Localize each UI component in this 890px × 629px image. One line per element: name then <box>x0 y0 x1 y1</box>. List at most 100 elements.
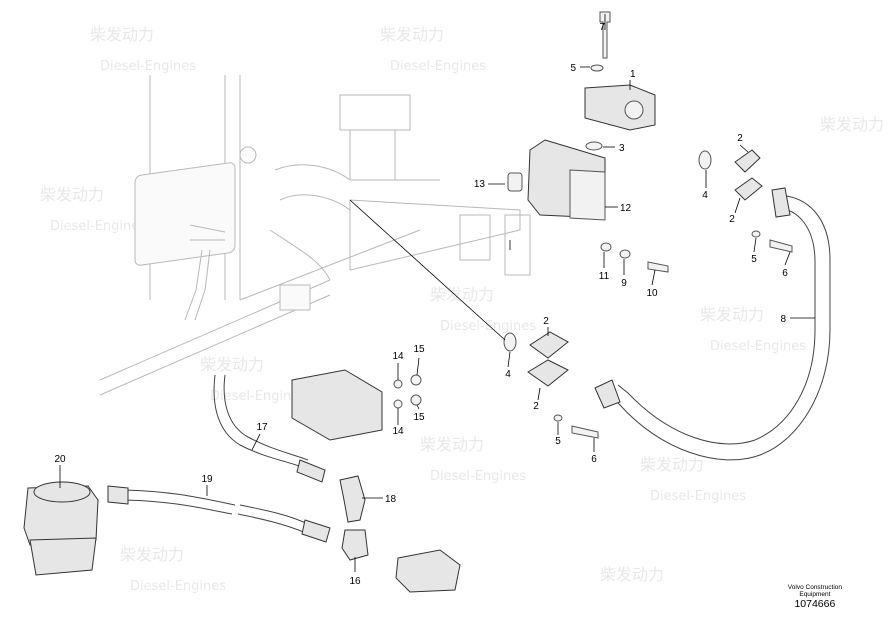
hose-19b-fitting <box>301 519 331 543</box>
o-ring-4-lower <box>503 332 517 352</box>
watermark-cn: 柴发动力 <box>200 355 264 374</box>
callout-4: 4 <box>505 369 511 380</box>
watermark-cn: 柴发动力 <box>430 285 494 304</box>
callout-12: 12 <box>620 203 632 214</box>
plug-15-upper <box>410 374 422 386</box>
hose-17-inner <box>223 374 309 461</box>
callout-7: 7 <box>599 22 605 33</box>
callout-5: 5 <box>751 254 757 265</box>
flange-1 <box>584 84 656 131</box>
callout-5: 5 <box>555 436 561 447</box>
steering-unit-20-top <box>33 481 91 503</box>
washer-9 <box>619 249 631 259</box>
callout-15: 15 <box>413 344 425 355</box>
callout-2: 2 <box>729 214 735 225</box>
hose-8-inner <box>617 207 816 445</box>
plug-15-lower <box>410 394 422 406</box>
tee-16 <box>341 529 369 561</box>
callout-6: 6 <box>591 454 597 465</box>
callout-20: 20 <box>54 454 66 465</box>
callout-9: 9 <box>621 278 627 289</box>
watermark-cn: 柴发动力 <box>700 305 764 324</box>
hose-19-fitting <box>107 485 129 505</box>
fitting-13 <box>507 172 523 192</box>
valve-block <box>395 549 461 593</box>
hose-19b-outer <box>239 504 311 526</box>
manufacturer-line-2: Equipment <box>799 591 831 598</box>
manifold-block <box>291 369 383 441</box>
callout-1: 1 <box>630 69 636 80</box>
leader-lines <box>59 14 815 572</box>
hose-19-inner <box>119 499 233 515</box>
watermark-en: Diesel-Engines <box>130 579 226 594</box>
callout-3: 3 <box>619 143 625 154</box>
watermark-cn: 柴发动力 <box>420 435 484 454</box>
callout-5: 5 <box>570 63 576 74</box>
hose-19-outer <box>119 489 236 506</box>
hose-8-outer <box>609 194 831 461</box>
washer-5-top <box>590 64 604 72</box>
bolt-6-upper <box>769 239 793 253</box>
watermark-cn: 柴发动力 <box>380 25 444 44</box>
drawing-footer: Volvo Construction Equipment 1074666 <box>788 584 842 611</box>
callout-13: 13 <box>474 179 486 190</box>
elbow-18 <box>339 475 366 523</box>
hose-19b-inner <box>237 513 307 534</box>
hose-17-fitting <box>296 459 326 483</box>
callout-15: 15 <box>413 412 425 423</box>
steering-unit-20-base <box>29 537 97 576</box>
pump-12-face <box>569 169 606 221</box>
callout-6: 6 <box>782 268 788 279</box>
callout-8: 8 <box>780 314 786 325</box>
watermark-en: Diesel-Engines <box>210 389 306 404</box>
watermark-cn: 柴发动力 <box>600 565 664 584</box>
hose-17-outer <box>213 374 306 469</box>
callout-18: 18 <box>385 494 397 505</box>
callout-10: 10 <box>646 288 658 299</box>
watermark-cn: 柴发动力 <box>820 115 884 134</box>
drawing-number: 1074666 <box>794 598 836 610</box>
clamp-2-upper-b <box>734 177 763 201</box>
clamp-2-upper-a <box>734 149 761 173</box>
washer-5-right <box>751 230 761 238</box>
callout-19: 19 <box>201 474 213 485</box>
callout-16: 16 <box>349 576 361 587</box>
watermark-layer: 柴发动力 Diesel-Engines 柴发动力 Diesel-Engines … <box>40 25 884 594</box>
o-ring-3 <box>585 141 603 151</box>
manufacturer-line-1: Volvo Construction <box>787 584 842 591</box>
callout-2: 2 <box>737 133 743 144</box>
watermark-en: Diesel-Engines <box>440 319 536 334</box>
watermark-en: Diesel-Engines <box>710 339 806 354</box>
callout-4: 4 <box>702 190 708 201</box>
callout-11: 11 <box>599 271 610 282</box>
watermark-cn: 柴发动力 <box>640 455 704 474</box>
callout-2: 2 <box>543 316 549 327</box>
callout-2: 2 <box>533 401 539 412</box>
bolt-10 <box>647 261 669 273</box>
watermark-en: Diesel-Engines <box>50 219 146 234</box>
watermark-en: Diesel-Engines <box>100 59 196 74</box>
bolt-6-lower <box>571 425 599 439</box>
callout-labels: 7 5 1 3 13 12 11 9 10 2 4 2 5 6 8 2 4 2 … <box>54 22 788 587</box>
clamp-2-lower-b <box>527 359 569 387</box>
hose-8-end-lower <box>594 379 621 409</box>
watermark-cn: 柴发动力 <box>40 185 104 204</box>
callout-17: 17 <box>256 422 268 433</box>
flange-1-port <box>624 100 644 120</box>
watermark-en: Diesel-Engines <box>390 59 486 74</box>
washer-14-upper <box>393 379 403 389</box>
washer-11 <box>600 242 612 252</box>
background-frame <box>99 75 531 396</box>
parts-layer <box>23 11 831 593</box>
o-ring-4-upper <box>698 150 712 170</box>
watermark-en: Diesel-Engines <box>430 469 526 484</box>
watermark-cn: 柴发动力 <box>120 545 184 564</box>
watermark-cn: 柴发动力 <box>90 25 154 44</box>
clamp-2-lower-a <box>529 331 569 359</box>
hose-8-end-upper <box>771 187 791 218</box>
watermark-en: Diesel-Engines <box>650 489 746 504</box>
callout-14: 14 <box>392 426 404 437</box>
callout-14: 14 <box>392 351 404 362</box>
washer-14-lower <box>393 399 403 409</box>
